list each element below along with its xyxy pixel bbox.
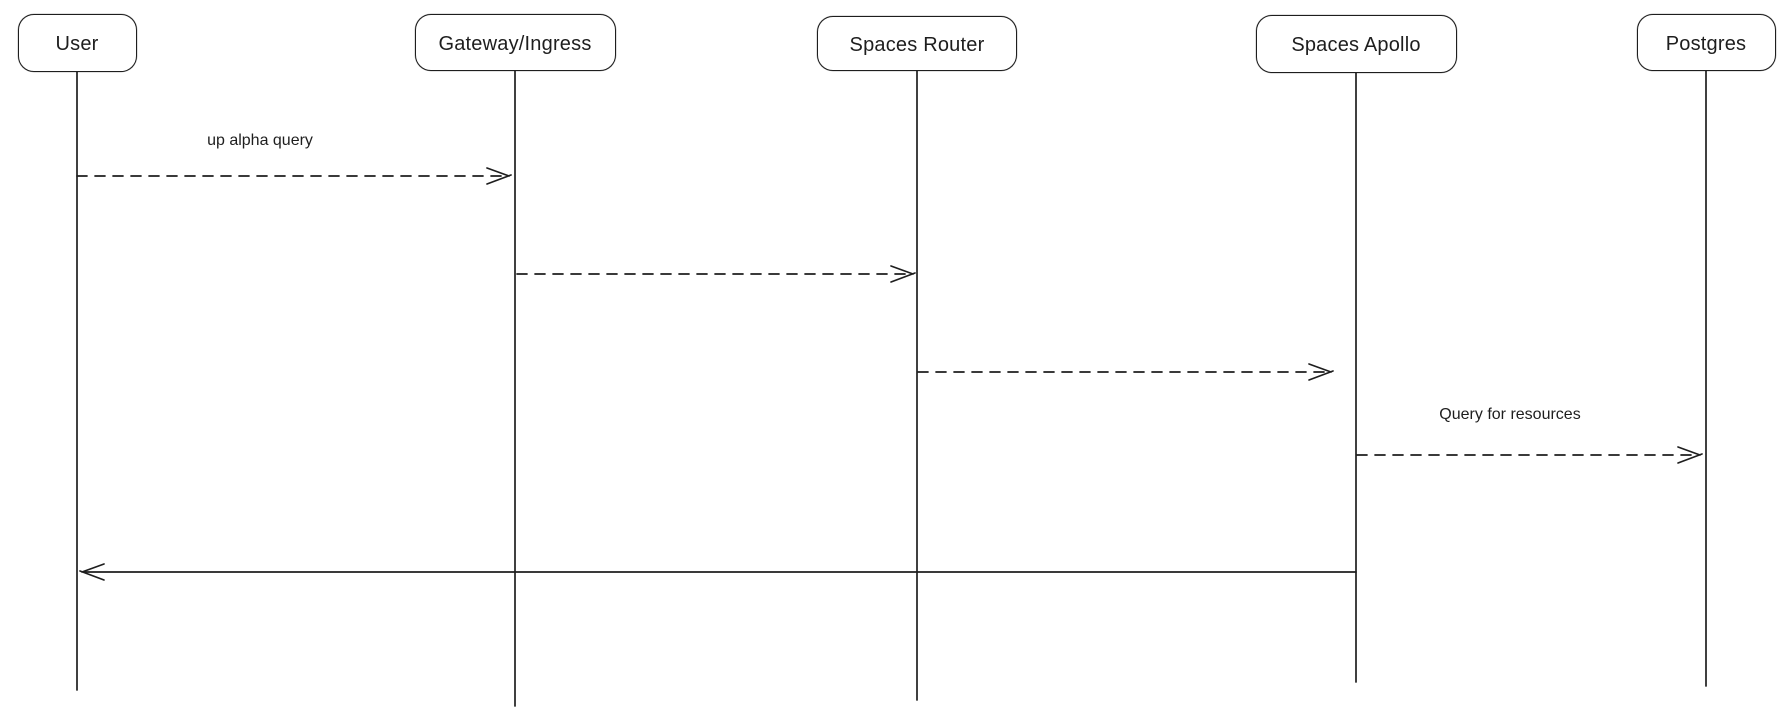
actor-box-user[interactable]: User — [17, 14, 137, 72]
actor-box-spaces-apollo[interactable]: Spaces Apollo — [1255, 15, 1457, 73]
arrowhead-gateway-ingress — [486, 167, 512, 185]
message-label-up-alpha-query[interactable]: up alpha query — [207, 132, 313, 149]
arrowhead-user — [79, 563, 105, 581]
actor-box-gateway-ingress[interactable]: Gateway/Ingress — [414, 14, 616, 71]
actor-box-spaces-router[interactable]: Spaces Router — [817, 16, 1017, 71]
actor-label: Spaces Router — [849, 33, 985, 56]
arrowhead-postgres — [1677, 446, 1703, 464]
actor-label: Postgres — [1665, 32, 1747, 55]
actor-box-postgres[interactable]: Postgres — [1636, 14, 1776, 71]
arrowhead-spaces-router — [890, 265, 916, 283]
actor-label: Spaces Apollo — [1291, 34, 1421, 56]
message-label-query-for-resources[interactable]: Query for resources — [1439, 406, 1581, 423]
actor-label: Gateway/Ingress — [438, 32, 592, 55]
actor-label: User — [55, 33, 99, 55]
arrowhead-spaces-apollo — [1308, 363, 1334, 381]
